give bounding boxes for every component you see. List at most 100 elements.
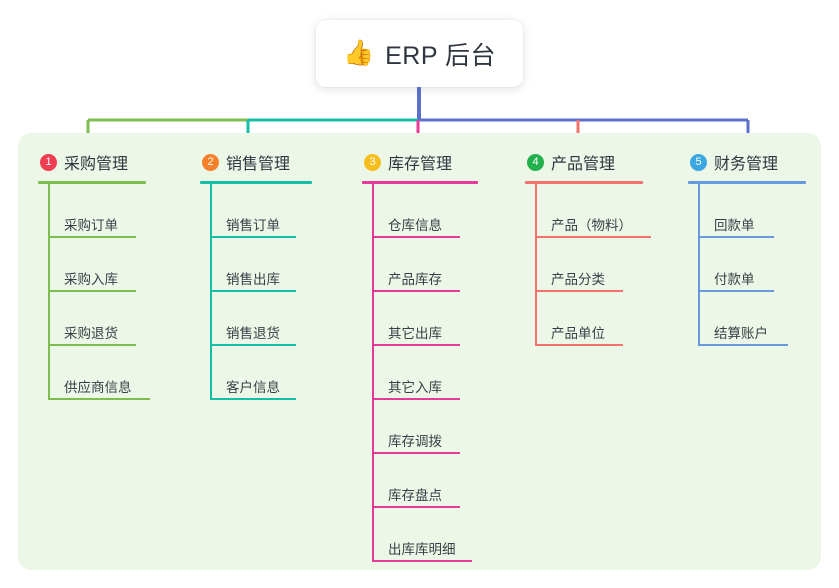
module-item-rule (372, 506, 460, 508)
module-item[interactable]: 采购入库 (48, 238, 146, 292)
module-title: 库存管理 (388, 156, 453, 173)
module-item-label: 销售订单 (226, 218, 280, 233)
module-index-badge: 4 (527, 153, 544, 171)
module-item-label: 结算账户 (714, 326, 768, 341)
module-header[interactable]: 3 库存管理 (362, 148, 478, 176)
module-item[interactable]: 销售出库 (210, 238, 312, 292)
module-item[interactable]: 供应商信息 (48, 346, 150, 400)
module-item[interactable]: 产品库存 (372, 238, 478, 292)
root-node-card[interactable]: 👍 ERP 后台 (316, 20, 523, 87)
module-header-rule (200, 181, 312, 184)
module-title: 采购管理 (64, 156, 129, 173)
module-index-badge: 2 (202, 153, 219, 171)
module-item-label: 出库库明细 (388, 542, 456, 557)
module-item-label: 采购入库 (64, 272, 118, 287)
module-item-list: 销售订单销售出库销售退货客户信息 (210, 184, 312, 400)
module-item-rule (535, 236, 651, 238)
module-spine (210, 184, 212, 400)
module-item[interactable]: 销售退货 (210, 292, 312, 346)
module-index-badge: 5 (690, 153, 707, 171)
module-item-rule (210, 290, 296, 292)
module-item-rule (372, 290, 460, 292)
module-item-rule (210, 236, 296, 238)
module-item[interactable]: 结算账户 (698, 292, 806, 346)
module-index-badge: 3 (364, 153, 381, 171)
module-item[interactable]: 库存调拨 (372, 400, 478, 454)
module-item[interactable]: 回款单 (698, 184, 806, 238)
module-item[interactable]: 产品分类 (535, 238, 643, 292)
module-item-label: 其它入库 (388, 380, 442, 395)
module-item[interactable]: 其它出库 (372, 292, 478, 346)
module-item-rule (372, 452, 460, 454)
module-item-label: 供应商信息 (64, 380, 132, 395)
module-item[interactable]: 产品（物料） (535, 184, 651, 238)
module-column: 2 销售管理销售订单销售出库销售退货客户信息 (200, 148, 312, 400)
module-item-label: 库存调拨 (388, 434, 442, 449)
modules-panel: 1 采购管理采购订单采购入库采购退货供应商信息 2 销售管理销售订单销售出库销售退货客… (18, 133, 821, 570)
module-item[interactable]: 采购退货 (48, 292, 146, 346)
module-item-list: 仓库信息产品库存其它出库其它入库库存调拨库存盘点出库库明细 (372, 184, 478, 562)
module-item-label: 采购退货 (64, 326, 118, 341)
module-item-rule (48, 344, 136, 346)
module-item-label: 仓库信息 (388, 218, 442, 233)
module-item[interactable]: 产品单位 (535, 292, 643, 346)
module-item[interactable]: 付款单 (698, 238, 806, 292)
module-item-label: 其它出库 (388, 326, 442, 341)
module-item-rule (372, 344, 460, 346)
module-column: 5 财务管理回款单付款单结算账户 (688, 148, 806, 346)
module-header[interactable]: 1 采购管理 (38, 148, 146, 176)
module-column: 3 库存管理仓库信息产品库存其它出库其它入库库存调拨库存盘点出库库明细 (362, 148, 478, 562)
module-header-rule (362, 181, 478, 184)
module-spine (535, 184, 537, 346)
module-item[interactable]: 库存盘点 (372, 454, 478, 508)
thumbs-up-icon: 👍 (342, 39, 375, 67)
module-column: 1 采购管理采购订单采购入库采购退货供应商信息 (38, 148, 150, 400)
module-item-label: 销售退货 (226, 326, 280, 341)
module-item-list: 产品（物料） 产品分类产品单位 (535, 184, 651, 346)
module-spine (698, 184, 700, 346)
module-item-rule (698, 236, 774, 238)
module-item-list: 采购订单采购入库采购退货供应商信息 (48, 184, 150, 400)
module-item-rule (210, 398, 296, 400)
module-item-rule (48, 290, 136, 292)
module-spine (372, 184, 374, 562)
module-header[interactable]: 5 财务管理 (688, 148, 806, 176)
module-title: 产品管理 (551, 156, 616, 173)
module-item[interactable]: 采购订单 (48, 184, 146, 238)
module-header-rule (525, 181, 643, 184)
module-item[interactable]: 其它入库 (372, 346, 478, 400)
root-node-title: ERP 后台 (385, 41, 497, 70)
module-header[interactable]: 2 销售管理 (200, 148, 312, 176)
module-header[interactable]: 4 产品管理 (525, 148, 643, 176)
module-item-list: 回款单付款单结算账户 (698, 184, 806, 346)
module-item-rule (48, 398, 150, 400)
module-item-rule (372, 560, 472, 562)
module-item-rule (535, 344, 623, 346)
module-item-rule (698, 344, 788, 346)
module-title: 销售管理 (226, 156, 291, 173)
module-item-label: 客户信息 (226, 380, 280, 395)
module-item-label: 采购订单 (64, 218, 118, 233)
module-index-badge: 1 (40, 153, 57, 171)
module-item-rule (210, 344, 296, 346)
module-item[interactable]: 客户信息 (210, 346, 312, 400)
module-item-label: 产品分类 (551, 272, 605, 287)
module-item-label: 产品单位 (551, 326, 605, 341)
module-item-rule (372, 236, 460, 238)
module-item-rule (698, 290, 774, 292)
module-item-label: 付款单 (714, 272, 755, 287)
module-spine (48, 184, 50, 400)
module-item-label: 产品（物料） (551, 218, 632, 233)
module-title: 财务管理 (714, 156, 779, 173)
module-item-rule (535, 290, 623, 292)
module-column: 4 产品管理产品（物料） 产品分类产品单位 (525, 148, 651, 346)
module-item-label: 回款单 (714, 218, 755, 233)
module-item[interactable]: 销售订单 (210, 184, 312, 238)
module-item-label: 销售出库 (226, 272, 280, 287)
module-header-rule (38, 181, 146, 184)
module-item[interactable]: 出库库明细 (372, 508, 478, 562)
module-header-rule (688, 181, 806, 184)
module-item-label: 库存盘点 (388, 488, 442, 503)
module-item[interactable]: 仓库信息 (372, 184, 478, 238)
